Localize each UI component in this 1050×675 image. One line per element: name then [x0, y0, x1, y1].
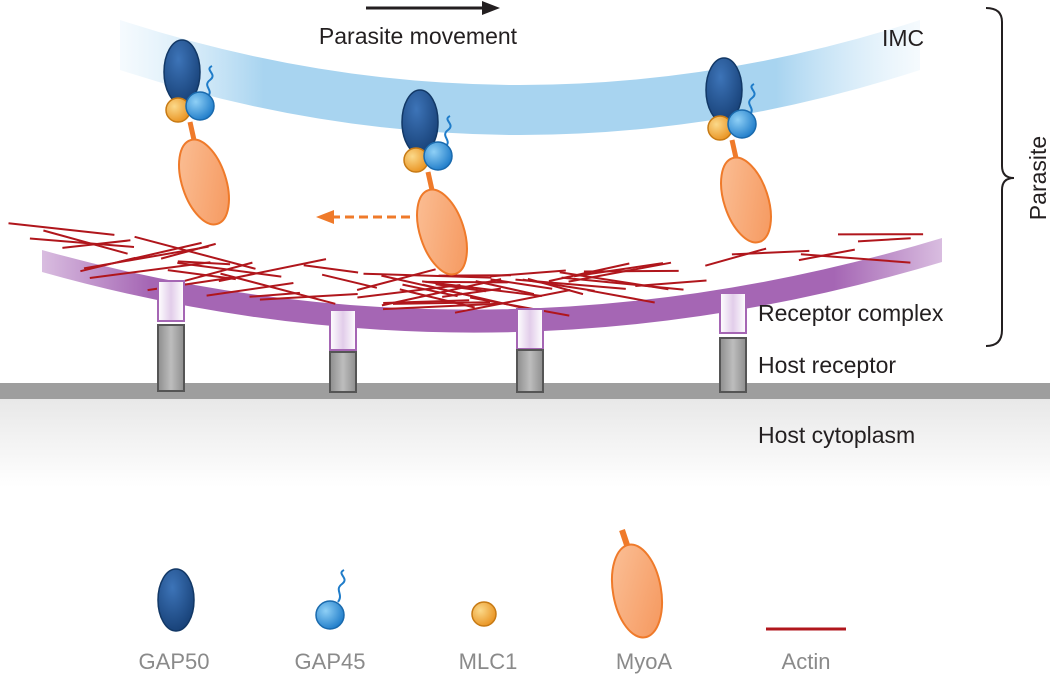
receptor-complex-label: Receptor complex	[758, 300, 944, 326]
actin-filament	[559, 271, 669, 291]
actin-filament	[798, 248, 855, 262]
actin-filament	[29, 237, 135, 248]
actin-filament	[134, 235, 256, 270]
actin-filament	[454, 289, 571, 314]
legend-actin-label: Actin	[782, 649, 831, 674]
legend-myoa-symbol	[610, 529, 664, 639]
actin-filament	[179, 261, 253, 284]
actin-filament	[206, 282, 294, 297]
actin-filament	[583, 269, 679, 273]
actin-filament	[705, 247, 767, 267]
actin-filament	[421, 280, 542, 297]
actin-filament	[568, 261, 672, 283]
actin-filaments	[8, 222, 924, 317]
receptor-complex-2	[329, 309, 357, 351]
legend-gap50-symbol	[157, 568, 195, 632]
imc-label: IMC	[882, 25, 924, 51]
actin-filament	[587, 289, 655, 304]
legend-gap45-symbol	[315, 569, 346, 630]
actin-filament	[43, 229, 128, 255]
legend-gap45-label: GAP45	[295, 649, 366, 674]
actin-filament	[249, 291, 300, 298]
receptor-complex-4	[719, 292, 747, 334]
actin-filament	[527, 277, 584, 296]
host-receptor-label: Host receptor	[758, 352, 896, 378]
actin-filament	[177, 260, 231, 266]
actin-filament	[573, 262, 664, 278]
movement-label: Parasite movement	[319, 23, 518, 49]
actin-filament	[80, 256, 136, 273]
receptor-complex-3	[516, 308, 544, 350]
receptor-units	[157, 280, 747, 393]
actin-flow-arrow	[316, 210, 410, 224]
parasite-label: Parasite	[1025, 136, 1050, 220]
actin-filament	[490, 278, 553, 290]
actin-filament	[167, 269, 236, 281]
movement-arrow	[366, 1, 500, 15]
actin-filament	[356, 268, 436, 291]
host-receptor-3	[516, 349, 544, 393]
actin-filament	[402, 283, 458, 298]
imc-band	[120, 20, 920, 135]
actin-filament	[89, 261, 211, 279]
host-receptor-2	[329, 351, 357, 393]
legend	[157, 529, 846, 639]
actin-filament	[259, 293, 358, 301]
actin-filament	[8, 222, 115, 236]
legend-gap50-label: GAP50	[139, 649, 210, 674]
receptor-complex-1	[157, 280, 185, 322]
legend-mlc1-label: MLC1	[459, 649, 518, 674]
actin-filament	[381, 278, 502, 307]
actin-filament	[303, 264, 359, 274]
legend-mlc1-symbol	[471, 601, 497, 627]
actin-filament	[321, 273, 378, 289]
parasite-membrane	[42, 238, 942, 333]
host-cytoplasm-region	[0, 392, 1050, 487]
actin-filament	[220, 272, 336, 305]
parasite-bracket	[985, 7, 1015, 347]
actin-filament	[363, 272, 492, 279]
actin-filament	[731, 249, 810, 256]
legend-myoa-label: MyoA	[616, 649, 673, 674]
host-receptor-4	[719, 337, 747, 393]
host-cytoplasm-label: Host cytoplasm	[758, 422, 915, 448]
actin-filament	[857, 237, 911, 243]
host-receptor-1	[157, 324, 185, 392]
actin-filament	[392, 301, 491, 305]
actin-filament	[382, 302, 504, 311]
actin-filament	[469, 296, 570, 317]
actin-filament	[160, 242, 216, 260]
actin-filament	[425, 280, 508, 284]
